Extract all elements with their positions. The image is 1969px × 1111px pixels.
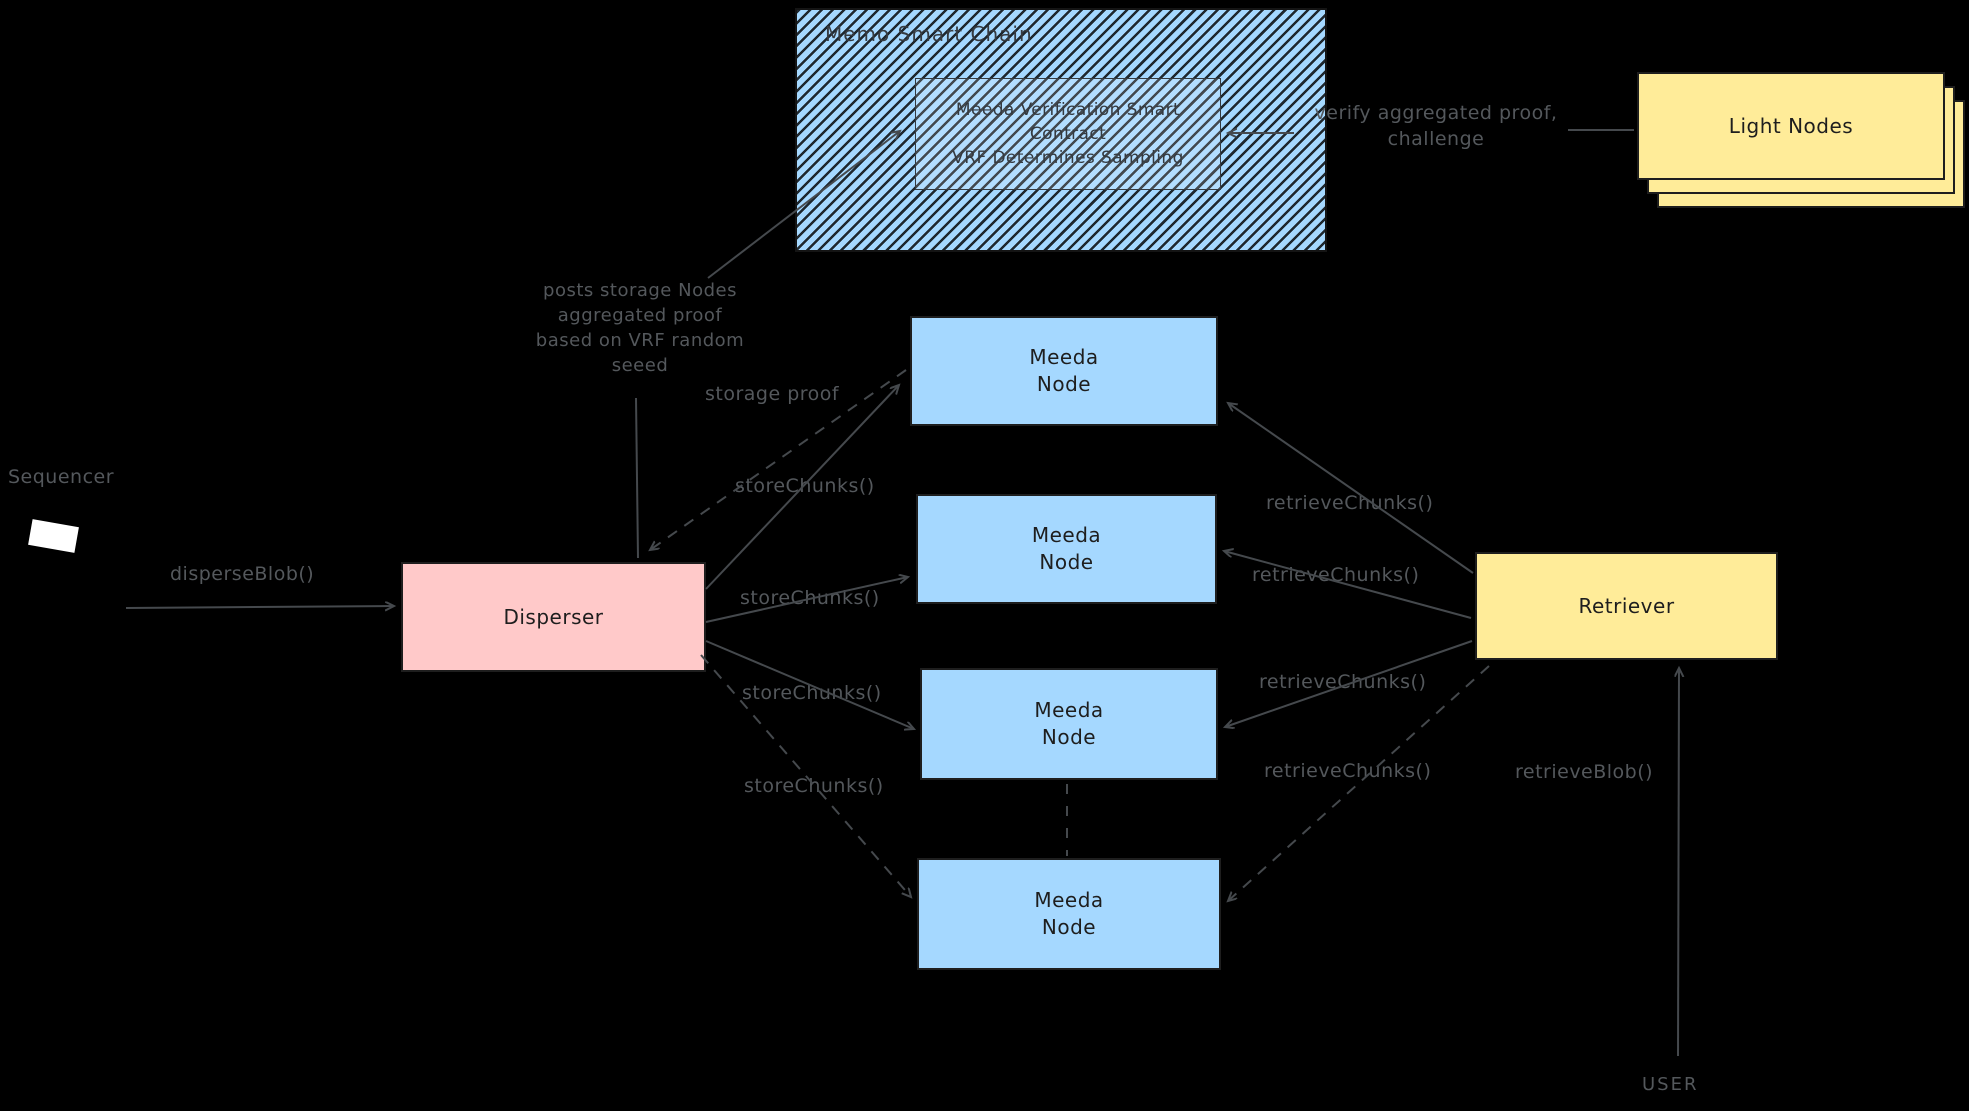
retrieve-chunks-arrow-1 <box>1228 403 1474 574</box>
light-nodes-label: Light Nodes <box>1728 113 1854 138</box>
contract-line-2: Contract <box>1029 124 1107 144</box>
posts-storage-proof-note: posts storage Nodes aggregated proof bas… <box>520 278 760 378</box>
storage-proof-label: storage proof <box>705 383 840 405</box>
meeda-node-3-label-line2: Node <box>1041 725 1097 749</box>
posts-proof-line-vertical <box>635 397 639 559</box>
verify-note-line2: challenge <box>1387 128 1485 150</box>
retrieve-chunks-arrow-4 <box>1228 665 1490 901</box>
retrieve-chunks-label-4: retrieveChunks() <box>1264 760 1432 782</box>
meeda-node-4-label-line2: Node <box>1041 915 1097 939</box>
meeda-node-1-label-line1: Meeda <box>1029 345 1099 369</box>
meeda-node-1-label-line2: Node <box>1036 372 1092 396</box>
retrieve-chunks-label-2: retrieveChunks() <box>1252 564 1420 586</box>
retriever-label: Retriever <box>1578 593 1675 618</box>
store-chunks-label-1: storeChunks() <box>735 475 875 497</box>
retrieve-blob-arrow <box>1678 668 1679 1057</box>
contract-line-1: Meeda Verification Smart <box>955 100 1181 120</box>
disperser-box: Disperser <box>401 562 706 672</box>
meeda-verification-contract-box: Meeda Verification Smart Contract VRF De… <box>915 78 1221 190</box>
posts-note-line1: posts storage Nodes <box>543 280 737 301</box>
disperse-blob-arrow <box>125 606 394 608</box>
retriever-box: Retriever <box>1475 552 1778 660</box>
store-chunks-label-4: storeChunks() <box>744 775 884 797</box>
store-chunks-label-2: storeChunks() <box>740 587 880 609</box>
posts-note-line2: aggregated proof <box>557 305 723 326</box>
store-chunks-label-3: storeChunks() <box>742 682 882 704</box>
meeda-node-4-label-line1: Meeda <box>1034 888 1104 912</box>
retrieve-blob-label: retrieveBlob() <box>1515 761 1654 783</box>
sequencer-icon <box>28 519 79 553</box>
meeda-node-2-label-line1: Meeda <box>1031 523 1102 547</box>
meeda-node-2-label-line2: Node <box>1039 550 1094 574</box>
posts-note-line4: seeed <box>611 355 669 376</box>
verify-proof-note: verify aggregated proof, challenge <box>1296 100 1576 152</box>
user-label: USER <box>1642 1074 1699 1095</box>
contract-line-3: VRF Determines Sampling <box>952 148 1184 168</box>
meeda-node-4: Meeda Node <box>917 858 1221 970</box>
meeda-node-3: Meeda Node <box>920 668 1218 780</box>
light-nodes-box: Light Nodes <box>1637 72 1945 180</box>
meeda-node-1: Meeda Node <box>910 316 1218 426</box>
memo-smart-chain-box: Memo Smart Chain Meeda Verification Smar… <box>795 8 1327 252</box>
disperser-label: Disperser <box>503 604 604 629</box>
meeda-node-2: Meeda Node <box>916 494 1217 604</box>
posts-note-line3: based on VRF random <box>535 330 745 351</box>
verify-note-line1: verify aggregated proof, <box>1314 102 1558 124</box>
disperse-blob-label: disperseBlob() <box>170 563 315 585</box>
meeda-node-3-label-line1: Meeda <box>1034 698 1104 722</box>
retrieve-chunks-label-3: retrieveChunks() <box>1259 671 1427 693</box>
retrieve-chunks-label-1: retrieveChunks() <box>1266 492 1434 514</box>
sequencer-label: Sequencer <box>8 466 115 488</box>
memo-smart-chain-title: Memo Smart Chain <box>825 22 1033 46</box>
